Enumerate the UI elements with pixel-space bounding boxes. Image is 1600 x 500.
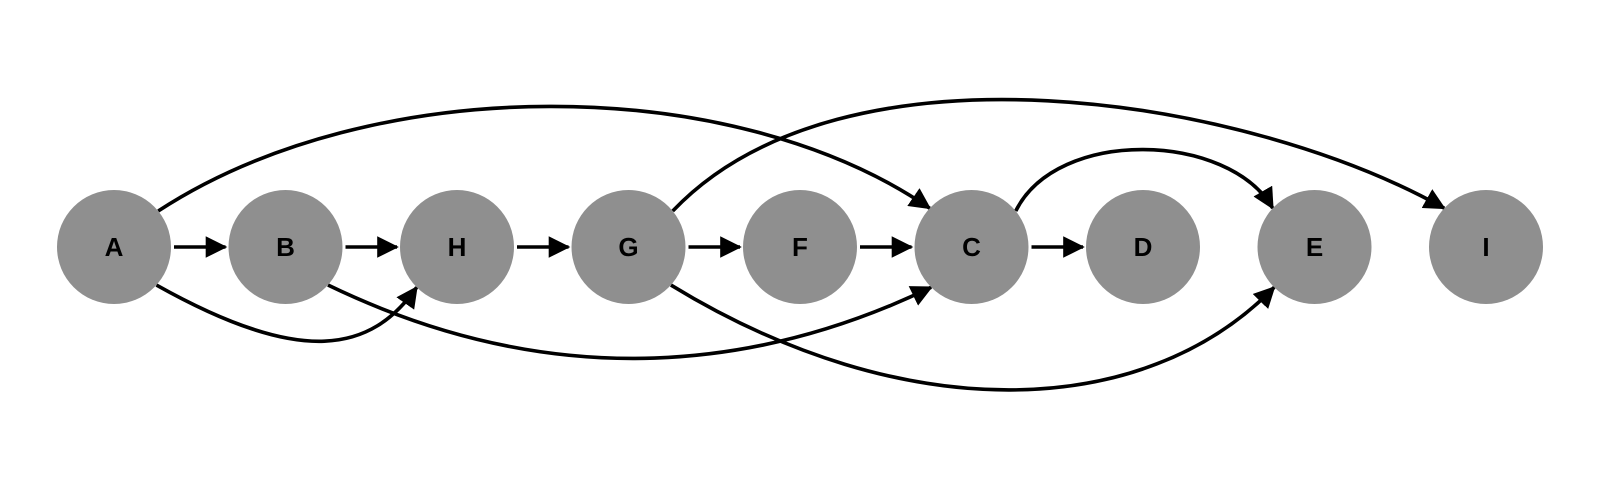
- node-label: H: [448, 232, 467, 262]
- node-circle: [228, 190, 343, 304]
- node-circle: [1429, 190, 1543, 304]
- node-circle: [400, 190, 514, 304]
- edge-a-to-c: [157, 104, 932, 213]
- node-c: C: [914, 190, 1029, 304]
- node-label: E: [1306, 232, 1323, 262]
- edge-c-to-e: [1014, 147, 1275, 212]
- node-circle: [571, 190, 686, 304]
- node-circle: [1086, 190, 1200, 304]
- node-label: C: [962, 232, 981, 262]
- edge-a-to-h: [155, 283, 419, 343]
- node-label: I: [1482, 232, 1489, 262]
- node-h: H: [400, 190, 514, 304]
- edge-b-to-c: [327, 283, 933, 361]
- node-g: G: [571, 190, 686, 304]
- node-circle: [914, 190, 1029, 304]
- node-i: I: [1429, 190, 1543, 304]
- edges: [155, 97, 1446, 392]
- node-a: A: [57, 190, 171, 304]
- node-b: B: [228, 190, 343, 304]
- node-label: G: [618, 232, 638, 262]
- node-f: F: [743, 190, 857, 304]
- node-circle: [1257, 190, 1372, 304]
- node-e: E: [1257, 190, 1372, 304]
- node-d: D: [1086, 190, 1200, 304]
- node-circle: [57, 190, 171, 304]
- edge-g-to-e: [670, 283, 1276, 392]
- node-label: B: [276, 232, 295, 262]
- node-circle: [743, 190, 857, 304]
- node-label: F: [792, 232, 808, 262]
- node-label: D: [1134, 232, 1153, 262]
- edge-g-to-i: [671, 97, 1446, 213]
- node-label: A: [105, 232, 124, 262]
